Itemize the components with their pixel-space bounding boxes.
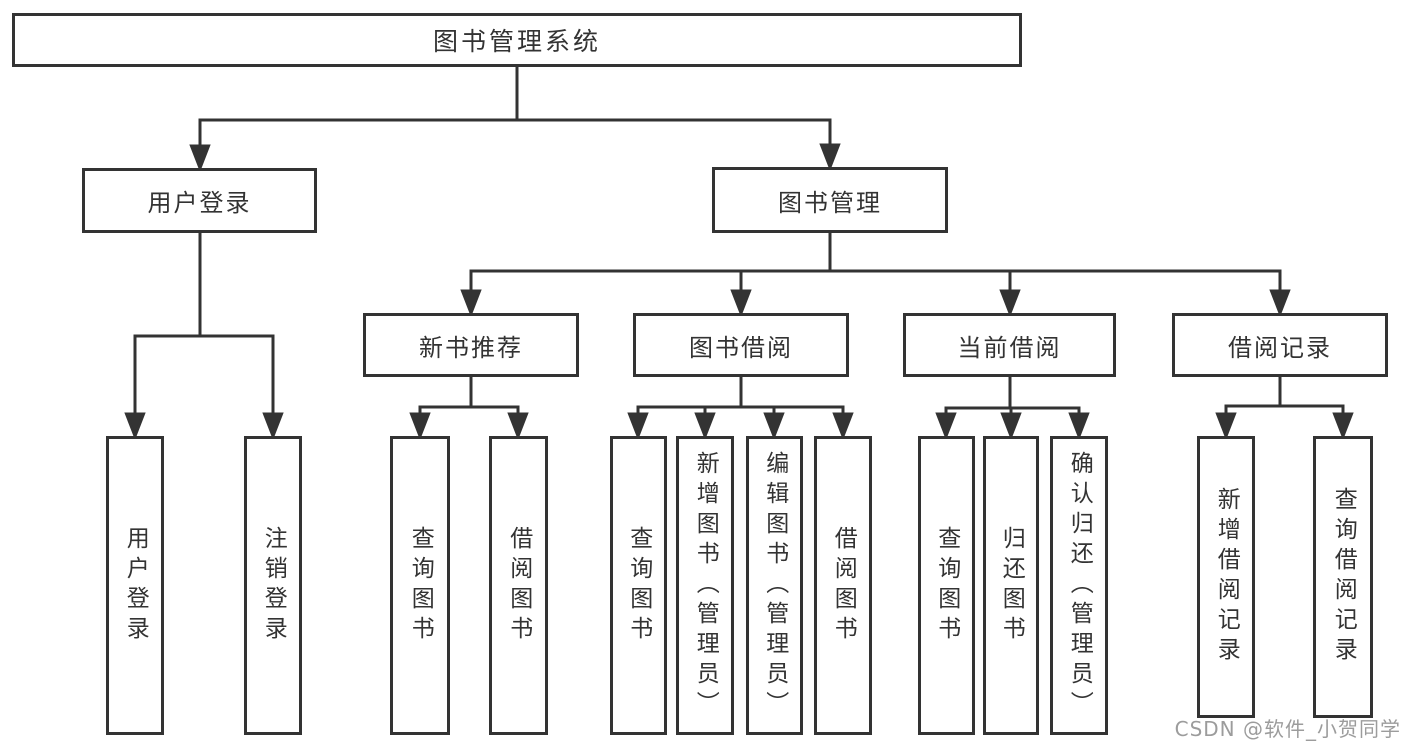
node-label: 确认归还（管理员） xyxy=(1066,450,1093,721)
node-label: 借阅图书 xyxy=(505,525,532,646)
leaf-query-books-current: 查询图书 xyxy=(918,436,975,735)
connector-root-to-level2 xyxy=(189,67,841,173)
node-label: 查询图书 xyxy=(933,525,960,646)
arrowhead-icon xyxy=(1269,289,1291,318)
arrowhead-icon xyxy=(460,289,482,318)
arrowhead-icon xyxy=(1000,412,1022,441)
node-user-login: 用户登录 xyxy=(82,168,317,233)
leaf-borrow-books: 借阅图书 xyxy=(814,436,872,735)
arrowhead-icon xyxy=(999,289,1021,318)
node-current-borrowing: 当前借阅 xyxy=(903,313,1116,377)
csdn-watermark: CSDN @软件_小贺同学 xyxy=(1174,717,1401,741)
node-library-management-system: 图书管理系统 xyxy=(12,13,1022,67)
node-label: 新书推荐 xyxy=(419,333,523,362)
arrowhead-icon xyxy=(409,412,431,441)
connector-book-borrowing-group xyxy=(627,377,854,441)
arrowhead-icon xyxy=(819,143,841,172)
connector-user-login-group xyxy=(124,233,284,441)
leaf-borrow-books-recommend: 借阅图书 xyxy=(489,436,548,735)
leaf-query-borrow-record: 查询借阅记录 xyxy=(1313,436,1373,718)
leaf-add-borrow-record: 新增借阅记录 xyxy=(1197,436,1255,718)
arrowhead-icon xyxy=(694,412,716,441)
node-label: 新增借阅记录 xyxy=(1213,487,1240,667)
arrowhead-icon xyxy=(189,144,211,173)
node-label: 图书管理系统 xyxy=(432,27,601,56)
node-label: 当前借阅 xyxy=(957,333,1062,362)
node-book-borrowing: 图书借阅 xyxy=(633,313,849,377)
node-label: 图书管理 xyxy=(778,188,882,217)
leaf-logout: 注销登录 xyxy=(244,436,302,735)
arrowhead-icon xyxy=(763,412,785,441)
node-label: 用户登录 xyxy=(122,525,149,646)
node-book-management: 图书管理 xyxy=(712,167,948,233)
arrowhead-icon xyxy=(730,289,752,318)
arrowhead-icon xyxy=(507,412,529,441)
node-label: 编辑图书（管理员） xyxy=(761,450,788,721)
connector-current-borrowing-group xyxy=(935,377,1090,441)
arrowhead-icon xyxy=(627,412,649,441)
node-label: 借阅记录 xyxy=(1228,333,1332,362)
node-new-book-recommend: 新书推荐 xyxy=(363,313,579,377)
connector-borrowing-records-group xyxy=(1215,377,1354,441)
leaf-edit-books-admin: 编辑图书（管理员） xyxy=(746,436,803,735)
node-label: 注销登录 xyxy=(260,525,287,646)
leaf-query-books-recommend: 查询图书 xyxy=(390,436,450,735)
node-label: 查询图书 xyxy=(407,525,434,646)
arrowhead-icon xyxy=(262,412,284,441)
node-label: 用户登录 xyxy=(147,189,252,217)
node-borrowing-records: 借阅记录 xyxy=(1172,313,1388,377)
leaf-query-books-borrowing: 查询图书 xyxy=(610,436,667,735)
node-label: 归还图书 xyxy=(998,525,1025,646)
connector-book-management-to-level3 xyxy=(460,233,1291,318)
node-label: 图书借阅 xyxy=(689,333,793,362)
arrowhead-icon xyxy=(1215,412,1237,441)
node-label: 借阅图书 xyxy=(830,525,857,646)
node-label: 查询借阅记录 xyxy=(1330,487,1357,667)
leaf-user-login: 用户登录 xyxy=(106,436,164,735)
arrowhead-icon xyxy=(1332,412,1354,441)
node-label: 查询图书 xyxy=(625,525,652,646)
arrowhead-icon xyxy=(1068,412,1090,441)
leaf-add-books-admin: 新增图书（管理员） xyxy=(676,436,734,735)
leaf-return-books: 归还图书 xyxy=(983,436,1039,735)
arrowhead-icon xyxy=(935,412,957,441)
node-label: 新增图书（管理员） xyxy=(692,450,719,721)
connector-new-book-recommend-group xyxy=(409,377,529,441)
arrowhead-icon xyxy=(832,412,854,441)
leaf-confirm-return-admin: 确认归还（管理员） xyxy=(1050,436,1108,735)
arrowhead-icon xyxy=(124,412,146,441)
